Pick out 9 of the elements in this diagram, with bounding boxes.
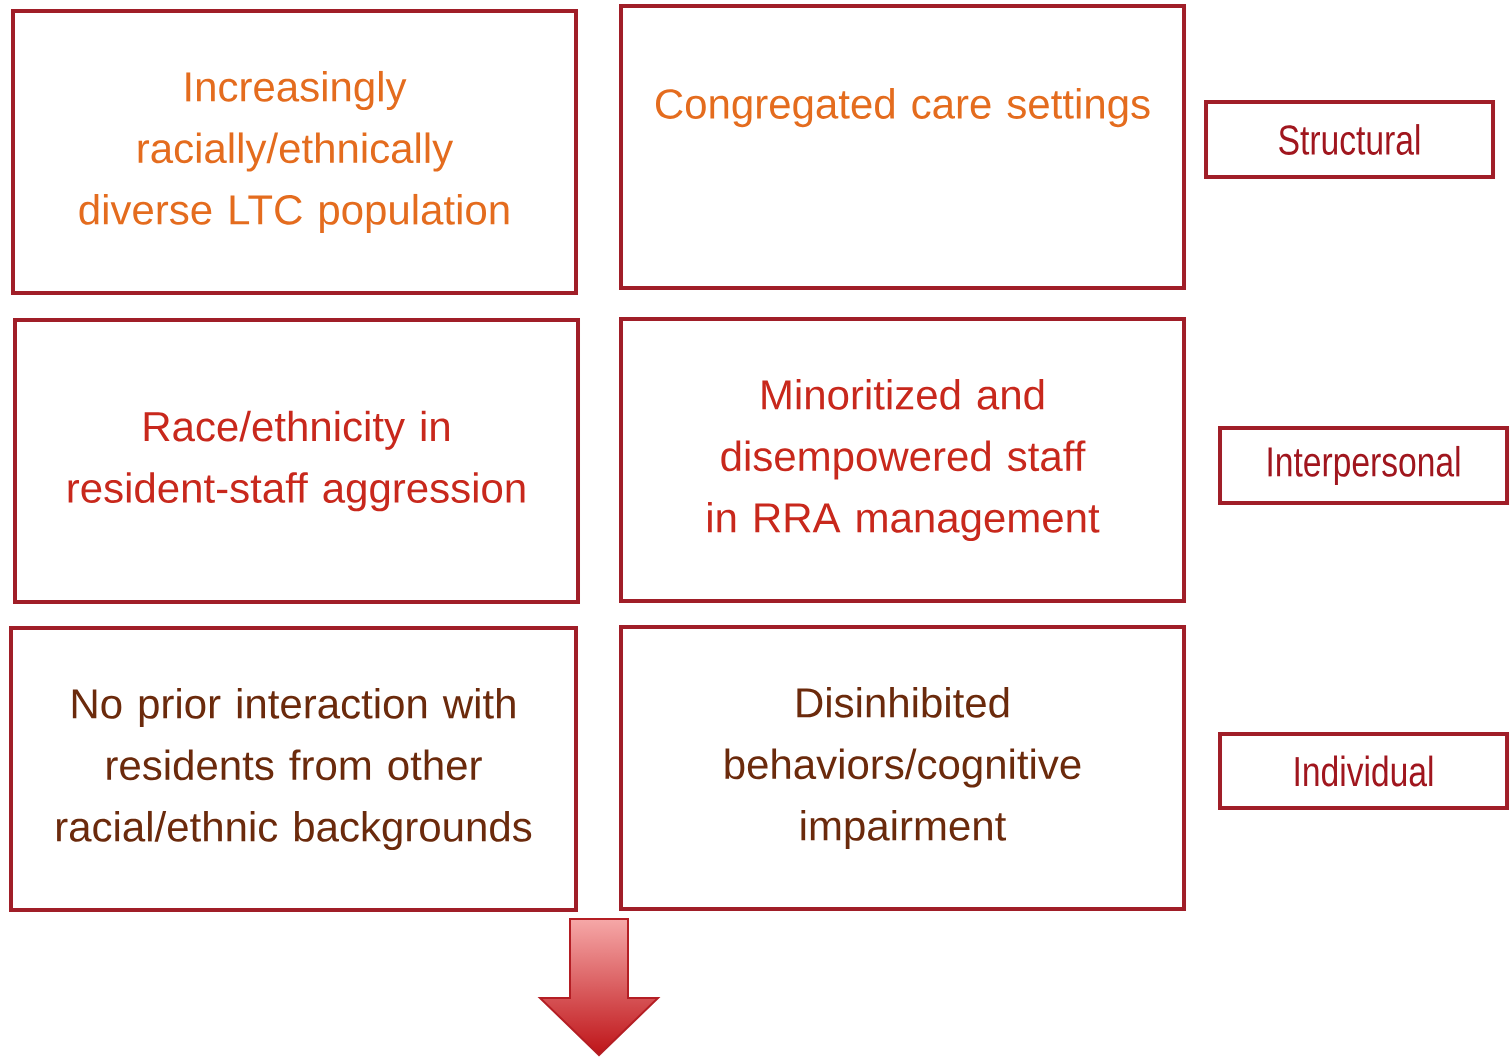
- level-label: Individual: [1218, 732, 1509, 810]
- text-box: Congregated care settings: [619, 4, 1186, 290]
- text-box: Minoritized and disempowered staff in RRA management: [619, 317, 1186, 603]
- level-label: Interpersonal: [1218, 426, 1509, 505]
- text-box: Race/ethnicity in resident-staff aggression: [13, 318, 580, 604]
- text-box: Increasingly racially/ethnically diverse LTC population: [11, 9, 578, 295]
- level-label: Structural: [1204, 100, 1495, 179]
- text-box: No prior interaction with residents from other racial/ethnic backgrounds: [9, 626, 578, 912]
- text-box: Disinhibited behaviors/cognitive impairment: [619, 625, 1186, 911]
